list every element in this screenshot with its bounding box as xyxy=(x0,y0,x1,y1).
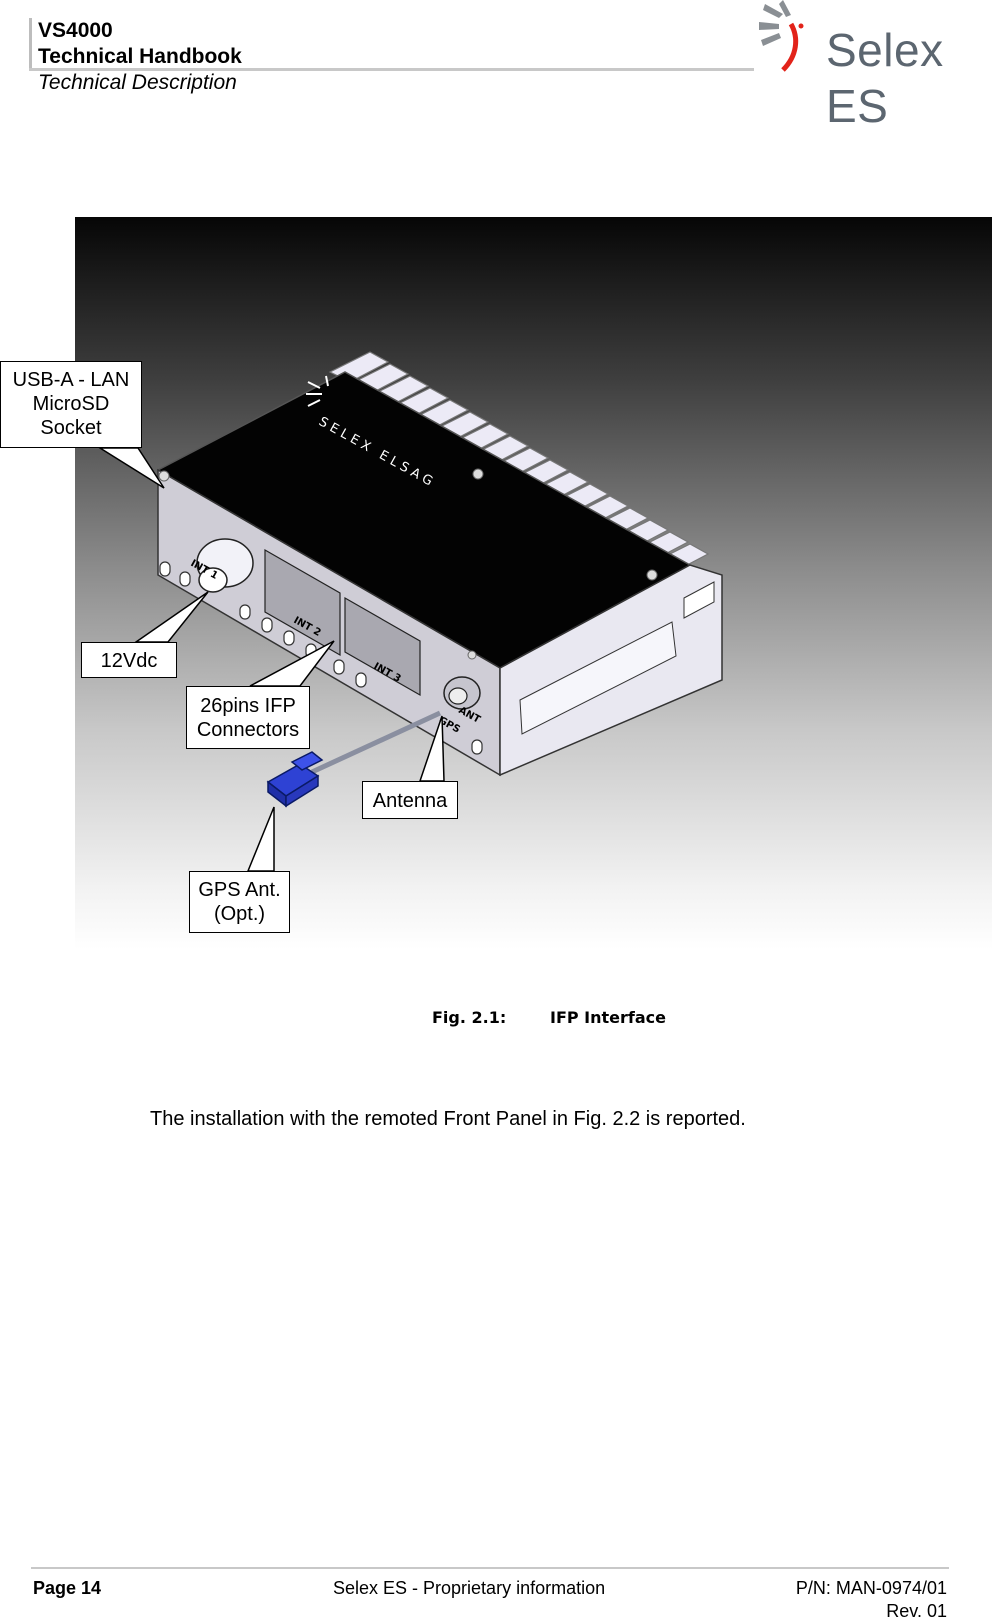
footer-proprietary: Selex ES - Proprietary information xyxy=(333,1578,606,1598)
footer-part-number: P/N: MAN-0974/01 xyxy=(795,1578,947,1598)
callout-antenna: Antenna xyxy=(362,781,458,819)
header-rule xyxy=(29,68,754,71)
selex-logo-icon xyxy=(759,0,804,72)
callout-usb-microsd: USB-A - LAN MicroSD Socket xyxy=(0,361,142,448)
footer-page-number: Page 14 xyxy=(33,1578,102,1598)
callout-gps-line2: (Opt.) xyxy=(213,903,266,925)
callout-ifp-line1: 26pins IFP xyxy=(200,695,296,717)
callout-usb-line3: Socket xyxy=(40,417,102,439)
callout-usb-line1: USB-A - LAN xyxy=(12,369,130,391)
footer-revision: Rev. 01 xyxy=(886,1601,947,1621)
gps-connector-icon xyxy=(266,751,324,808)
leader-usb xyxy=(97,447,165,489)
device-illustration: SELEX ELSAG INT 1 INT 2 INT 3 ANT GPS xyxy=(97,351,723,872)
leader-12v xyxy=(133,591,209,643)
selex-elsag-mark-icon xyxy=(306,375,329,407)
figure-caption-number: Fig. 2.1: xyxy=(432,1008,507,1027)
callout-usb-line2: MicroSD xyxy=(32,393,110,415)
header-bar xyxy=(29,18,32,70)
logo-text: Selex ES xyxy=(826,24,944,132)
header-model: VS4000 xyxy=(38,19,113,42)
gps-cable xyxy=(310,710,442,775)
header-doc-title: Technical Handbook xyxy=(38,45,242,68)
figure-caption-text: IFP Interface xyxy=(550,1008,667,1027)
callout-gps-line1: GPS Ant. xyxy=(198,879,281,901)
body-paragraph: The installation with the remoted Front … xyxy=(150,1108,746,1130)
leader-gps xyxy=(246,806,275,872)
footer-rule xyxy=(31,1567,949,1569)
header-section: Technical Description xyxy=(38,71,237,94)
callout-ifp-line2: Connectors xyxy=(196,719,300,741)
callout-gps: GPS Ant. (Opt.) xyxy=(189,871,290,933)
callout-ifp-connectors: 26pins IFP Connectors xyxy=(186,686,310,749)
callout-12vdc: 12Vdc xyxy=(81,642,177,678)
